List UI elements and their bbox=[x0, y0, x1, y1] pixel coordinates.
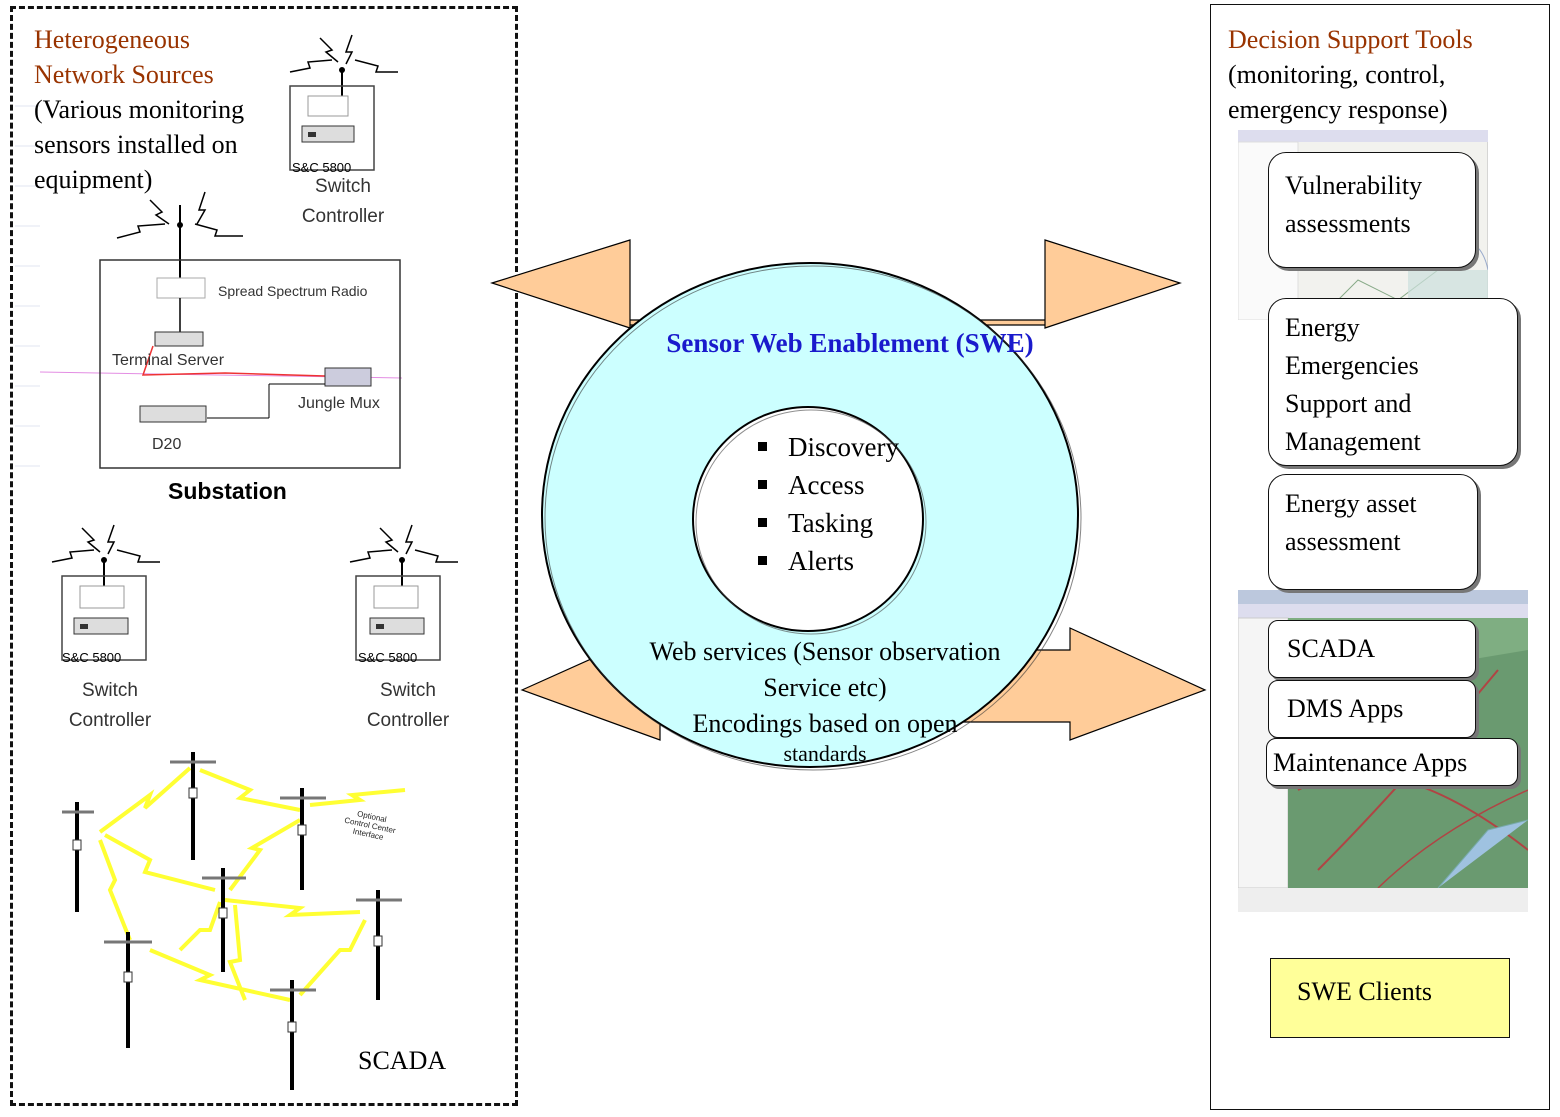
tool-dms-apps: DMS Apps bbox=[1268, 680, 1476, 738]
tool-emergencies-line4: Management bbox=[1285, 427, 1421, 456]
web-services-text: Web services (Sensor observation Service… bbox=[600, 634, 1050, 766]
tool-vulnerability-assessments: Vulnerability assessments bbox=[1268, 152, 1476, 268]
jungle-mux-label: Jungle Mux bbox=[298, 395, 380, 412]
left-title-line2: Network Sources bbox=[34, 60, 214, 89]
switch-right-label-line1: Switch bbox=[380, 680, 436, 701]
switch-right-label-line2: Controller bbox=[366, 710, 450, 731]
left-desc-line1: (Various monitoring bbox=[34, 95, 245, 124]
heterogeneous-sources-panel bbox=[10, 6, 518, 1106]
scada-pole-network bbox=[62, 752, 406, 1090]
upper-double-arrow bbox=[490, 239, 1182, 329]
swe-item-access: Access bbox=[752, 466, 899, 504]
swe-title: Sensor Web Enablement (SWE) bbox=[666, 328, 1034, 358]
tool-emergencies-line2: Emergencies bbox=[1285, 351, 1419, 380]
right-panel-title: Decision Support Tools (monitoring, cont… bbox=[1228, 22, 1473, 127]
tool-asset-line2: assessment bbox=[1285, 527, 1401, 556]
switch-controller-left-icon bbox=[51, 524, 160, 661]
switch-left-device-label: S&C 5800 bbox=[62, 650, 122, 665]
swe-function-list: Discovery Access Tasking Alerts bbox=[752, 428, 899, 580]
switch-right-label: Switch Controller bbox=[338, 676, 478, 736]
switch-left-label-line1: Switch bbox=[82, 680, 138, 701]
tool-vulnerability-line2: assessments bbox=[1285, 209, 1411, 238]
switch-top-device-label: S&C 5800 bbox=[292, 160, 352, 175]
swe-inner-circle bbox=[692, 406, 924, 632]
decision-support-title: Decision Support Tools bbox=[1228, 25, 1473, 54]
tool-emergencies-line1: Energy bbox=[1285, 313, 1360, 342]
spread-spectrum-label: Spread Spectrum Radio bbox=[218, 283, 368, 299]
switch-controller-top-icon bbox=[289, 34, 398, 171]
switch-controller-right-icon bbox=[349, 524, 458, 661]
tool-vulnerability-line1: Vulnerability bbox=[1285, 171, 1423, 200]
swe-center-diagram bbox=[490, 239, 1207, 771]
right-desc-line2: emergency response) bbox=[1228, 95, 1448, 124]
switch-left-label: Switch Controller bbox=[40, 676, 180, 736]
terminal-server-label: Terminal Server bbox=[112, 352, 225, 369]
left-desc-line2: sensors installed on bbox=[34, 130, 238, 159]
left-panel-title: Heterogeneous Network Sources (Various m… bbox=[34, 22, 244, 197]
tool-energy-emergencies: Energy Emergencies Support and Managemen… bbox=[1268, 298, 1518, 466]
swe-item-alerts: Alerts bbox=[752, 542, 899, 580]
scada-label: SCADA bbox=[358, 1046, 447, 1075]
swe-clients-box: SWE Clients bbox=[1270, 958, 1510, 1038]
encodings-line1: Encodings based on open bbox=[692, 709, 958, 738]
tool-energy-asset-assessment: Energy asset assessment bbox=[1268, 474, 1478, 590]
tool-maintenance-apps: Maintenance Apps bbox=[1266, 738, 1518, 786]
tool-asset-line1: Energy asset bbox=[1285, 489, 1417, 518]
tool-scada: SCADA bbox=[1268, 620, 1476, 678]
substation-diagram bbox=[99, 191, 401, 469]
swe-item-tasking: Tasking bbox=[752, 504, 899, 542]
swe-item-discovery: Discovery bbox=[752, 428, 899, 466]
d20-label: D20 bbox=[152, 436, 182, 453]
web-services-line1: Web services (Sensor observation bbox=[649, 637, 1001, 666]
switch-top-label-line2: Controller bbox=[301, 206, 385, 227]
left-title-line1: Heterogeneous bbox=[34, 25, 190, 54]
web-services-line2: Service etc) bbox=[763, 673, 887, 702]
decision-support-panel bbox=[1210, 4, 1550, 1110]
encodings-line2: standards bbox=[783, 741, 867, 766]
switch-top-label-line1: Switch bbox=[315, 176, 371, 197]
left-desc-line3: equipment) bbox=[34, 165, 153, 194]
right-desc-line1: (monitoring, control, bbox=[1228, 60, 1446, 89]
switch-top-label: Switch Controller bbox=[280, 172, 406, 232]
switch-right-device-label: S&C 5800 bbox=[358, 650, 418, 665]
substation-title: Substation bbox=[168, 478, 287, 504]
switch-left-label-line2: Controller bbox=[68, 710, 152, 731]
tool-emergencies-line3: Support and bbox=[1285, 389, 1412, 418]
